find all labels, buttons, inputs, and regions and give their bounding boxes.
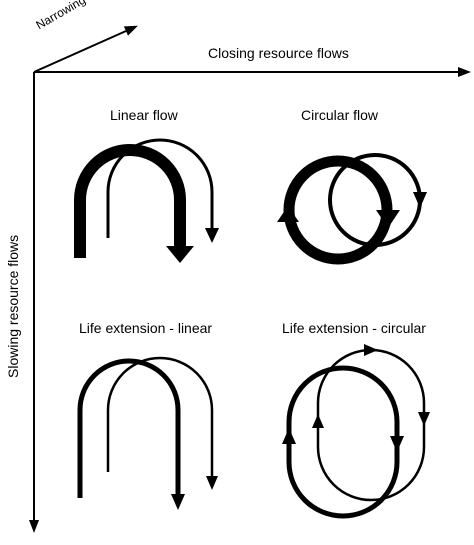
- life-circular-thick-arrowhead-left: [282, 428, 296, 444]
- life-extension-linear-label: Life extension - linear: [79, 320, 213, 336]
- life-linear-thick-path: [77, 358, 181, 498]
- life-circular-thin-arrowhead-left: [312, 414, 324, 428]
- circular-thick-arrowhead-left: [277, 206, 299, 222]
- linear-thin-path: [106, 138, 214, 238]
- axes: [29, 25, 471, 533]
- slowing-axis-arrowhead: [29, 520, 39, 533]
- life-extension-circular-label: Life extension - circular: [282, 320, 426, 336]
- life-linear-thin-path: [106, 356, 214, 476]
- narrowing-axis-line: [33, 30, 127, 73]
- life-circular-thick-loop: [286, 365, 400, 519]
- narrowing-axis-arrowhead: [123, 25, 138, 36]
- linear-flow-icon: [74, 138, 219, 263]
- life-extension-linear-icon: [77, 356, 218, 510]
- closing-axis-arrowhead: [458, 67, 471, 77]
- circular-thin-loop: [328, 153, 422, 247]
- circular-thick-arrowhead-right: [376, 210, 400, 228]
- linear-thin-arrowhead: [205, 228, 219, 243]
- circular-flow-label: Circular flow: [301, 107, 379, 123]
- life-linear-thin-arrowhead: [206, 476, 218, 490]
- circular-flow-icon: [277, 153, 427, 265]
- life-circular-thin-arrowhead-right: [418, 412, 430, 426]
- circular-thin-arrowhead: [413, 192, 427, 208]
- life-circular-thin-arrowhead-top: [364, 344, 378, 356]
- closing-resource-flows-axis-label: Closing resource flows: [208, 45, 349, 61]
- slowing-resource-flows-axis-label: Slowing resource flows: [5, 234, 21, 378]
- life-circular-thick-arrowhead-right: [390, 436, 404, 452]
- linear-thick-arrowhead: [166, 246, 194, 263]
- linear-flow-label: Linear flow: [110, 107, 178, 123]
- life-circular-thin-loop: [316, 348, 426, 502]
- life-extension-circular-icon: [282, 344, 430, 519]
- linear-thick-path: [74, 144, 186, 258]
- life-linear-thick-arrowhead: [171, 494, 185, 510]
